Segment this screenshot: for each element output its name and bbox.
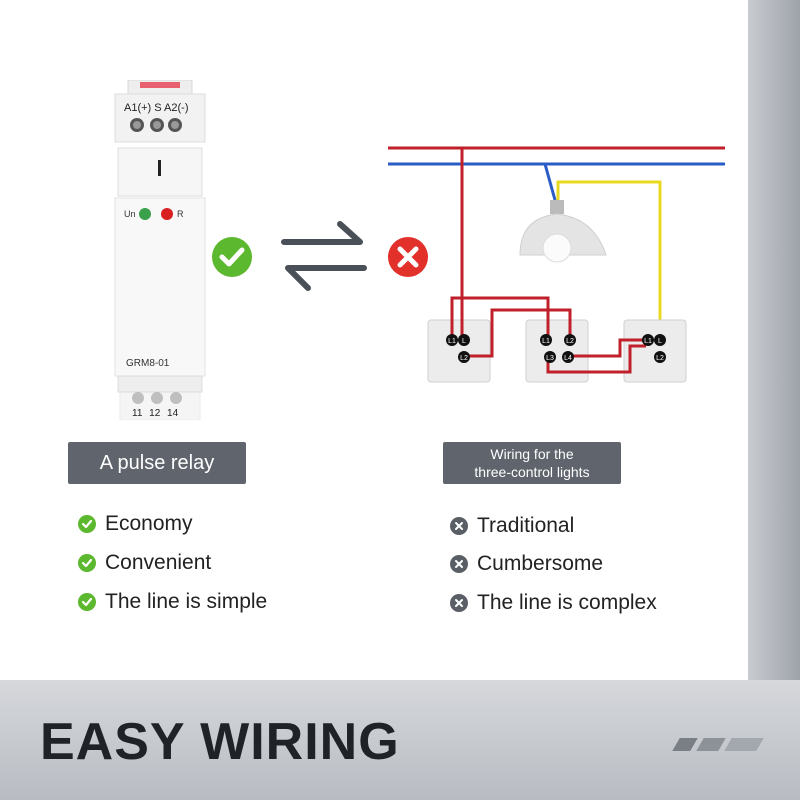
switch1-terminal-l1: L1 bbox=[448, 338, 456, 345]
small-check-icon bbox=[78, 515, 96, 533]
large-cross-icon bbox=[388, 237, 428, 277]
pros-item-text: The line is simple bbox=[105, 590, 268, 613]
cons-item-text: The line is complex bbox=[477, 591, 657, 614]
three-control-wiring-diagram: L1 L L2 L1 L2 L3 L4 L1 L L2 bbox=[388, 146, 725, 383]
cons-item-text: Traditional bbox=[477, 514, 575, 537]
relay-led-un-label: Un bbox=[124, 209, 136, 219]
relay-top-terminals: A1(+) S A2(-) bbox=[124, 102, 189, 114]
cons-item-text: Cumbersome bbox=[477, 552, 604, 575]
switch1-terminal-l: L bbox=[462, 338, 466, 345]
relay-label-text: A pulse relay bbox=[99, 451, 215, 474]
large-check-icon bbox=[212, 237, 252, 277]
cons-item: Cumbersome bbox=[450, 552, 603, 576]
wiring-label-line1: Wiring for the bbox=[490, 446, 574, 462]
cons-item: Traditional bbox=[450, 514, 574, 538]
switch2-terminal-l2: L2 bbox=[566, 338, 574, 345]
pros-item-text: Economy bbox=[105, 512, 193, 535]
pros-item: Economy bbox=[78, 512, 193, 536]
exchange-arrows-icon bbox=[281, 221, 367, 291]
pros-item: The line is simple bbox=[78, 590, 267, 614]
headline: EASY WIRING bbox=[40, 713, 400, 771]
switch2-terminal-l4: L4 bbox=[564, 355, 572, 362]
small-cross-icon bbox=[450, 555, 468, 573]
switch2-terminal-l1: L1 bbox=[542, 338, 550, 345]
pros-item: Convenient bbox=[78, 551, 211, 575]
pulse-relay-device bbox=[114, 80, 206, 420]
switch2-terminal-l3: L3 bbox=[546, 355, 554, 362]
small-cross-icon bbox=[450, 517, 468, 535]
small-cross-icon bbox=[450, 594, 468, 612]
pros-item-text: Convenient bbox=[105, 551, 212, 574]
small-check-icon bbox=[78, 593, 96, 611]
relay-model: GRM8-01 bbox=[126, 358, 170, 369]
wiring-label: Wiring for the three-control lights bbox=[443, 442, 621, 484]
small-check-icon bbox=[78, 554, 96, 572]
switch1-terminal-l2: L2 bbox=[460, 355, 468, 362]
wiring-label-line2: three-control lights bbox=[474, 464, 590, 480]
switch3-terminal-l: L bbox=[658, 338, 662, 345]
relay-label: A pulse relay bbox=[68, 442, 246, 484]
relay-led-r-label: R bbox=[177, 209, 184, 219]
switch3-terminal-l1: L1 bbox=[644, 338, 652, 345]
switch3-terminal-l2: L2 bbox=[656, 355, 664, 362]
cons-item: The line is complex bbox=[450, 591, 657, 615]
relay-bottom-terminals: 11 12 14 bbox=[132, 408, 179, 419]
